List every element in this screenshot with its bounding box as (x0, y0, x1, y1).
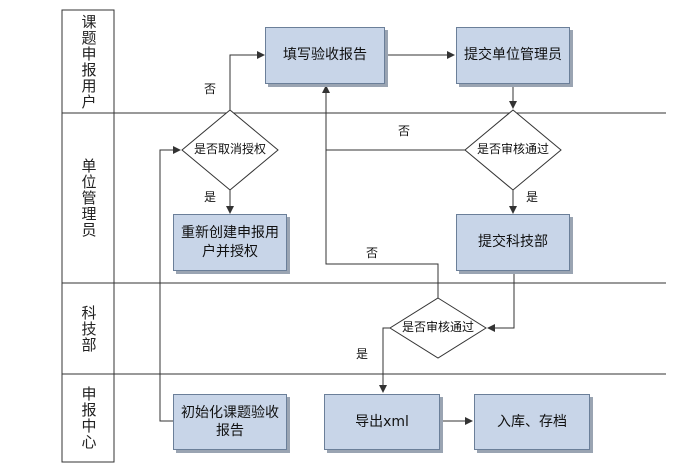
edge-cancel-auth-no (229, 51, 265, 110)
edge-submit-to-ministry-review (487, 273, 515, 332)
edge-label-admin-yes: 是 (526, 190, 539, 204)
decision-ministry-review-shape (389, 297, 487, 359)
process-submit-admin: 提交单位管理员 (456, 27, 570, 84)
edge-label-cancel-yes: 是 (204, 190, 217, 204)
edge-ministry-review-no (325, 150, 439, 298)
lane-label-ministry: 科技部 (79, 304, 98, 353)
edge-label-ministry-no: 否 (366, 246, 379, 260)
edge-init-to-cancel-auth (159, 146, 181, 422)
process-submit-ministry: 提交科技部 (456, 214, 570, 271)
process-recreate-user: 重新创建申报用户并授权 (173, 214, 287, 271)
process-init-report: 初始化课题验收报告 (173, 394, 287, 450)
edge-label-admin-no: 否 (398, 124, 411, 138)
lane-label-unit-admin: 单位管理员 (79, 158, 98, 238)
edge-label-ministry-yes: 是 (356, 347, 369, 361)
decision-cancel-auth-text: 是否取消授权 (193, 142, 266, 157)
decision-admin-review-text: 是否审核通过 (476, 142, 549, 157)
edge-ministry-review-yes (379, 327, 390, 393)
process-export-xml: 导出xml (324, 394, 440, 450)
process-archive: 入库、存档 (474, 394, 590, 450)
edge-admin-review-no (322, 85, 465, 151)
lane-header-column (61, 9, 115, 463)
decision-ministry-review-text: 是否审核通过 (401, 320, 474, 335)
edge-label-cancel-no: 否 (204, 82, 217, 96)
lane-label-center: 申报中心 (79, 386, 98, 450)
process-fill-report: 填写验收报告 (265, 27, 385, 84)
lane-label-applicant: 课题申报用户 (79, 13, 98, 110)
